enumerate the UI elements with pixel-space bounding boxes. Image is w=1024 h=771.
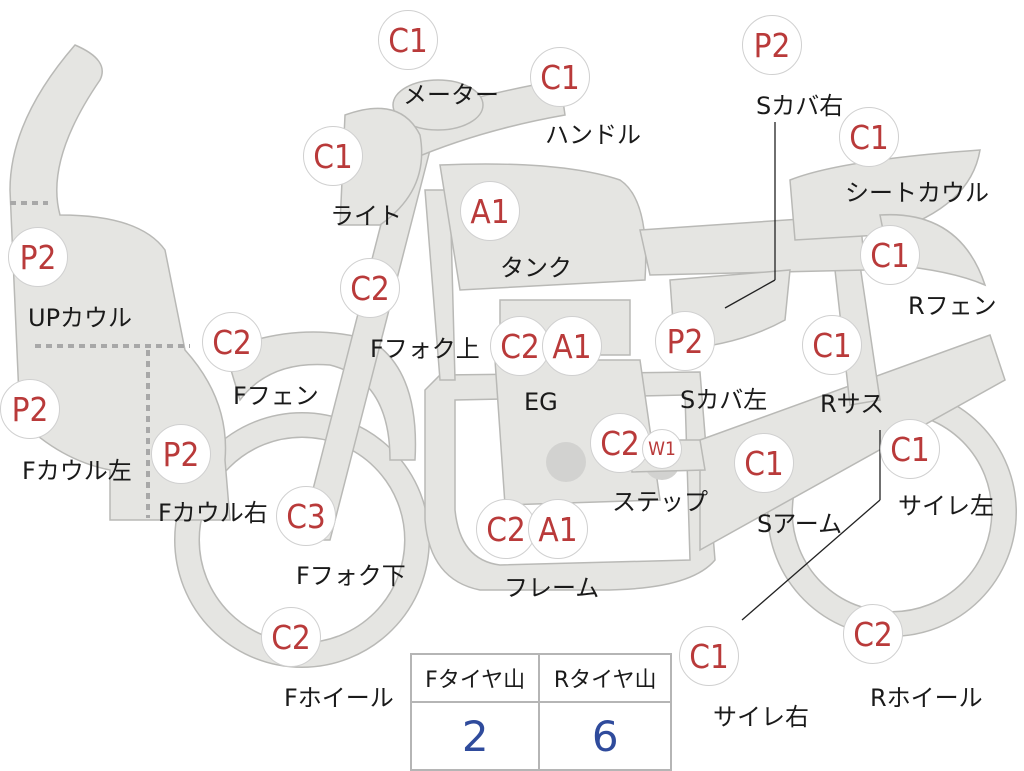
label-seat-cowl: シートカウル <box>845 179 989 207</box>
code-badge-rear-wheel: C2 <box>843 604 903 664</box>
table-header-row: Fタイヤ山 Rタイヤ山 <box>409 653 672 703</box>
label-handle: ハンドル <box>545 121 641 149</box>
label-rear-wheel: Rホイール <box>870 684 983 712</box>
label-tank: タンク <box>500 254 572 282</box>
label-muffler-left: サイレ左 <box>898 492 994 520</box>
swing-arm-shape <box>699 334 1006 552</box>
label-front-fork-upper: Fフォク上 <box>370 335 480 363</box>
code-badge-front-fork-lower: C3 <box>276 486 336 546</box>
code-badge-rear-suspension: C1 <box>802 315 862 375</box>
code-badge-front-cowl-right: P2 <box>151 424 211 484</box>
code-badge-step-1: C2 <box>590 413 650 473</box>
front-tire-value: 2 <box>409 701 541 771</box>
code-badge-front-fender: C2 <box>202 312 262 372</box>
label-muffler-right: サイレ右 <box>713 703 809 731</box>
front-cowl-shape <box>9 44 231 521</box>
frame-shape <box>424 371 716 591</box>
label-front-cowl-right: Fカウル右 <box>158 499 268 527</box>
code-badge-side-cover-right: P2 <box>742 15 802 75</box>
label-side-cover-right: Sカバ右 <box>756 92 844 120</box>
label-engine: EG <box>524 388 558 416</box>
code-badge-swing-arm: C1 <box>734 433 794 493</box>
code-badge-engine-2: A1 <box>542 316 602 376</box>
label-frame: フレーム <box>504 574 600 602</box>
label-rear-fender: Rフェン <box>908 292 997 320</box>
label-side-cover-left: Sカバ左 <box>680 386 768 414</box>
label-light: ライト <box>330 202 402 230</box>
code-badge-seat-cowl: C1 <box>839 107 899 167</box>
label-rear-suspension: Rサス <box>820 390 885 418</box>
code-badge-up-cowl: P2 <box>8 227 68 287</box>
code-badge-light: C1 <box>303 126 363 186</box>
code-badge-rear-fender: C1 <box>860 225 920 285</box>
label-front-fork-lower: Fフォク下 <box>296 562 406 590</box>
code-badge-frame-2: A1 <box>528 499 588 559</box>
label-up-cowl: UPカウル <box>28 304 133 332</box>
cowl-division-lines <box>10 201 190 518</box>
meter-shape <box>392 79 484 131</box>
code-badge-front-wheel: C2 <box>261 607 321 667</box>
tire-tread-table: Fタイヤ山 Rタイヤ山 2 6 <box>409 653 672 771</box>
code-badge-front-fork-upper: C2 <box>340 258 400 318</box>
label-step: ステップ <box>612 488 708 516</box>
code-badge-muffler-left: C1 <box>880 419 940 479</box>
code-badge-frame-1: C2 <box>476 499 536 559</box>
code-badge-muffler-right: C1 <box>679 626 739 686</box>
code-badge-meter: C1 <box>378 10 438 70</box>
code-badge-tank: A1 <box>460 181 520 241</box>
label-front-wheel: Fホイール <box>284 684 394 712</box>
code-badge-handle: C1 <box>530 47 590 107</box>
table-row: 2 6 <box>409 701 672 771</box>
label-swing-arm: Sアーム <box>757 510 843 538</box>
code-badge-side-cover-left: P2 <box>655 311 715 371</box>
label-front-fender: Fフェン <box>233 382 319 410</box>
front-tire-header: Fタイヤ山 <box>409 653 541 703</box>
label-front-cowl-left: Fカウル左 <box>22 457 132 485</box>
label-meter: メーター <box>403 81 499 109</box>
light-shape <box>339 107 423 226</box>
code-badge-front-cowl-left: P2 <box>0 379 60 439</box>
rear-tire-value: 6 <box>538 701 672 771</box>
rear-tire-header: Rタイヤ山 <box>538 653 672 703</box>
code-badge-step-2: W1 <box>642 429 682 469</box>
code-badge-engine-1: C2 <box>490 316 550 376</box>
